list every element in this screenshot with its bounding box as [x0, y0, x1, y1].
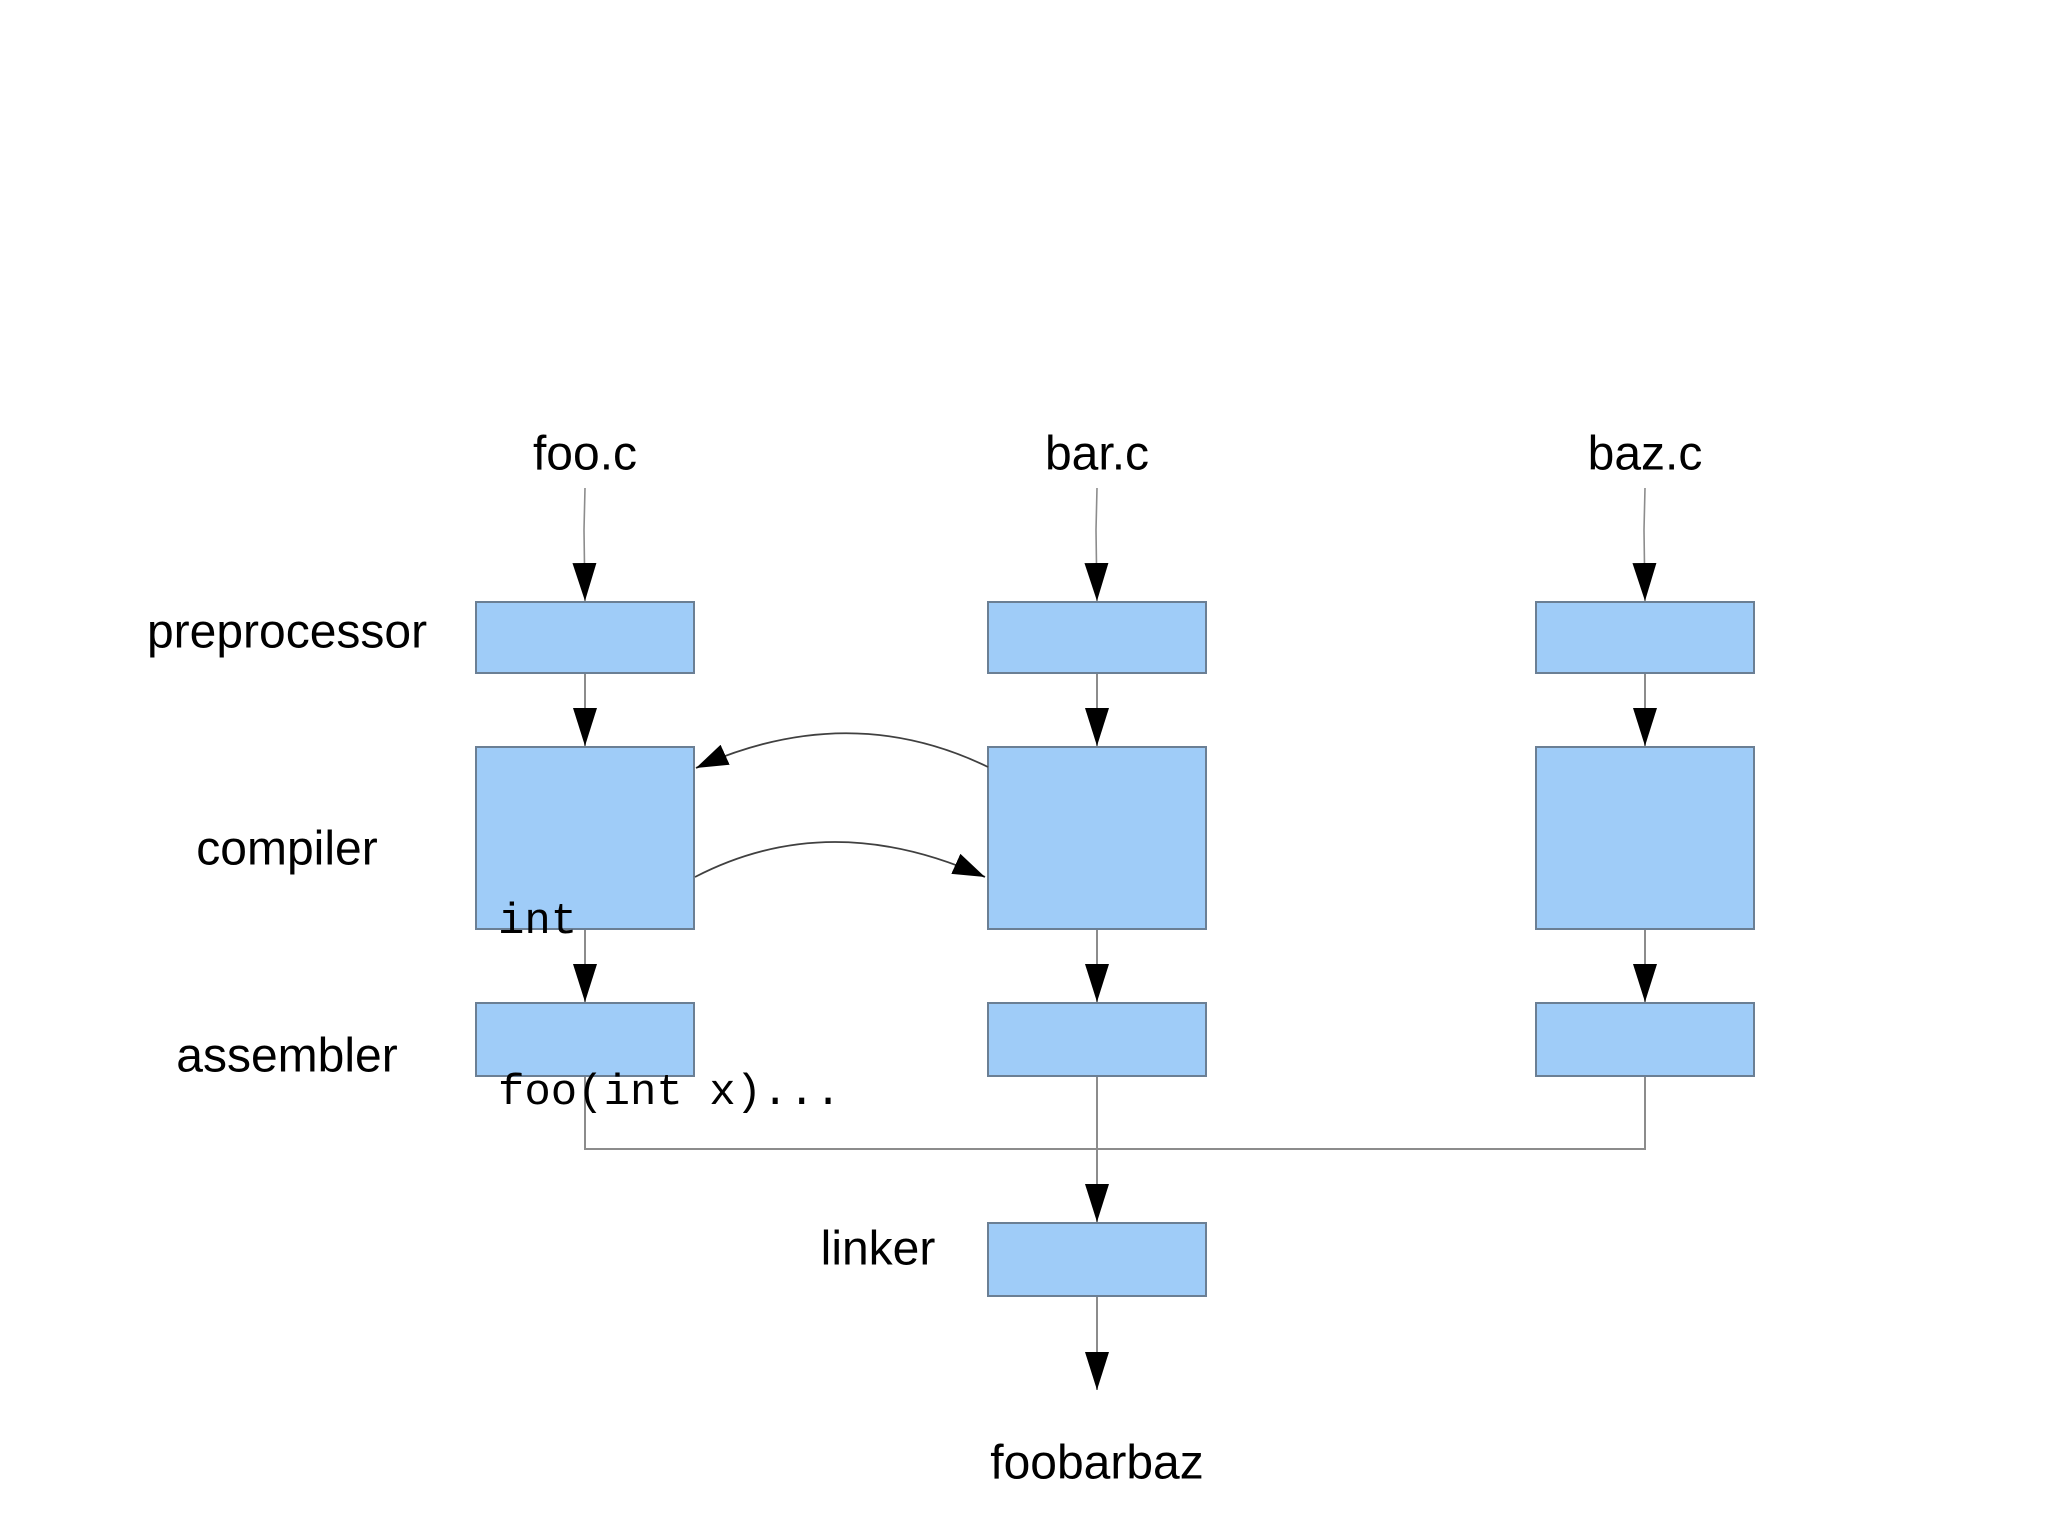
source-label-bar: bar.c — [1044, 427, 1150, 481]
source-label-foo: foo.c — [532, 427, 638, 481]
code-line-2: foo(int x)... — [498, 1068, 842, 1118]
compiler-box-baz — [1535, 746, 1755, 930]
arrow-source-foo — [572, 487, 597, 602]
elbow-asm-join — [584, 1077, 1646, 1150]
linker-label: linker — [820, 1222, 936, 1276]
arrow-source-baz — [1632, 487, 1657, 602]
code-snippet: int foo(int x)... — [498, 780, 841, 1236]
compiler-box-bar — [987, 746, 1207, 930]
curve-foo-to-bar — [694, 841, 986, 878]
curve-bar-to-foo — [695, 732, 989, 769]
linker-box — [987, 1222, 1207, 1297]
stage-label-assembler: assembler — [176, 1029, 398, 1083]
stage-label-compiler: compiler — [196, 822, 378, 876]
code-line-1: int — [498, 897, 578, 947]
preprocessor-box-foo — [475, 601, 695, 674]
assembler-box-bar — [987, 1002, 1207, 1077]
preprocessor-box-bar — [987, 601, 1207, 674]
stage-label-preprocessor: preprocessor — [146, 605, 428, 659]
assembler-box-foo — [475, 1002, 695, 1077]
source-label-baz: baz.c — [1587, 427, 1703, 481]
arrow-source-bar — [1084, 487, 1109, 602]
preprocessor-box-baz — [1535, 601, 1755, 674]
output-label: foobarbaz — [990, 1436, 1204, 1490]
compiler-box-foo — [475, 746, 695, 930]
assembler-box-baz — [1535, 1002, 1755, 1077]
